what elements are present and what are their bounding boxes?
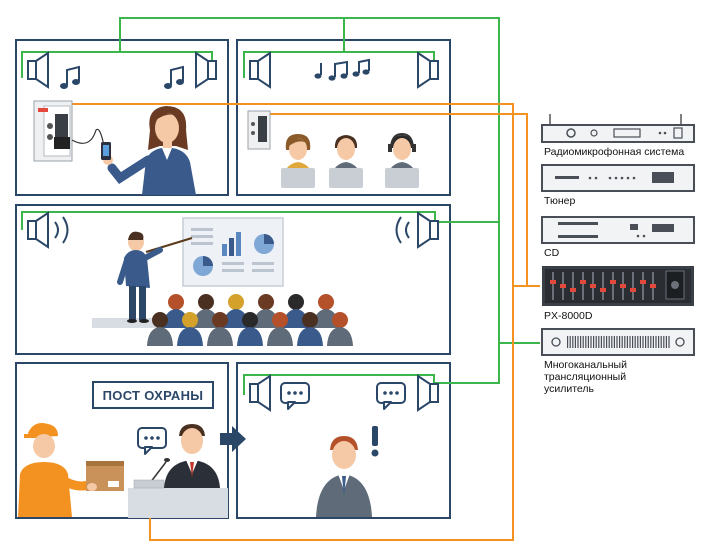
arrow-right-icon [220, 426, 246, 452]
tuner-icon [541, 164, 695, 192]
cd-player-icon [541, 216, 695, 244]
speaker-icon [27, 211, 49, 249]
speech-bubble-icon [280, 382, 310, 410]
speaker-icon [417, 374, 439, 412]
matrix-mixer-icon [542, 266, 694, 306]
exclamation-icon [371, 426, 379, 457]
guard-icon [164, 424, 220, 488]
speaker-icon [27, 51, 49, 89]
security-post-label: ПОСТ ОХРАНЫ [92, 381, 214, 409]
wall-control-panel-icon [247, 110, 271, 150]
courier-icon [18, 423, 124, 517]
sound-waves-icon [54, 216, 69, 244]
device-label-wireless-mic: Радиомикрофонная система [544, 146, 685, 158]
music-notes-icon [314, 58, 370, 81]
music-note-icon [164, 65, 184, 89]
presentation-screen-icon [182, 217, 284, 287]
control-wiring [72, 103, 540, 541]
audience-icon [147, 294, 353, 346]
guard-desk [128, 488, 228, 518]
speaker-icon [417, 51, 439, 89]
student-icon [281, 134, 315, 188]
student-icon [329, 135, 363, 188]
device-label-cd: CD [544, 247, 560, 259]
amplifier-label-line: Многоканальный [544, 359, 627, 371]
security-post-text: ПОСТ ОХРАНЫ [102, 387, 204, 403]
amplifier-label-line: усилитель [544, 383, 595, 395]
student-with-headset-icon [385, 132, 419, 188]
power-amplifier-icon [541, 328, 695, 356]
sound-waves-icon [395, 216, 410, 244]
amplifier-label-line: трансляционный [544, 371, 627, 383]
speech-bubble-icon [376, 382, 406, 410]
speaker-icon [417, 211, 439, 249]
speaker-icon [249, 51, 271, 89]
cable-icon [71, 128, 105, 147]
presenter-icon [117, 231, 193, 323]
wall-control-panel-icon [33, 100, 73, 162]
microphone-icon [133, 458, 170, 489]
wireless-mic-receiver-icon [541, 114, 695, 143]
speaker-icon [249, 374, 271, 412]
speech-bubble-icon [137, 427, 167, 455]
device-label-amplifier: Многоканальный трансляционный усилитель [544, 359, 627, 395]
woman-with-phone-icon [101, 106, 196, 195]
device-label-tuner: Тюнер [544, 195, 576, 207]
device-label-px8000d: PX-8000D [544, 310, 593, 322]
speaker-icon [195, 51, 217, 89]
listener-icon [316, 436, 372, 517]
music-note-icon [60, 65, 80, 89]
